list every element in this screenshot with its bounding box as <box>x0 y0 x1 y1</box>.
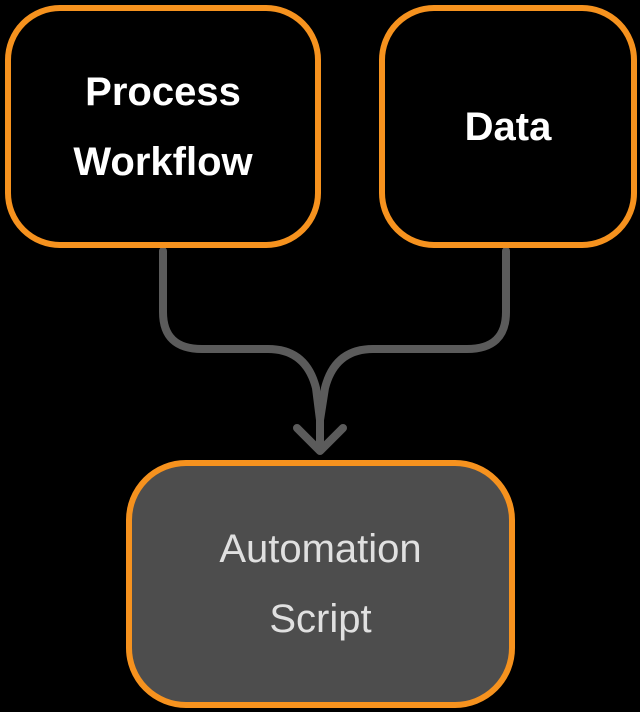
node-automation-script: Automation Script <box>126 460 515 708</box>
arrowhead-down-icon <box>293 424 347 455</box>
node-automation-script-label-line1: Automation <box>219 527 422 571</box>
node-process-workflow-label-line1: Process <box>85 69 241 114</box>
node-data-label: Data <box>464 104 552 149</box>
node-process-workflow-label-line2: Workflow <box>73 139 253 184</box>
node-automation-script-label-line2: Script <box>269 597 372 641</box>
node-data: Data <box>379 5 637 248</box>
node-process-workflow: Process Workflow <box>5 5 321 248</box>
edge-process-workflow-to-script <box>159 247 324 424</box>
edge-data-to-script <box>316 247 510 424</box>
